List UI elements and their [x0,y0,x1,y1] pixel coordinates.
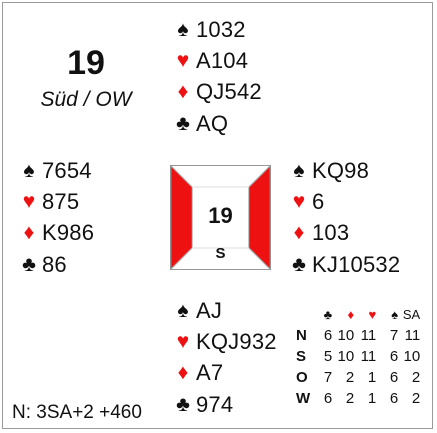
tricks-table: ♣ ♦ ♥ ♠ SA N 6 10 11 7 11 S 5 10 11 6 10… [296,304,420,409]
tricks-row-west: W 6 2 1 6 2 [296,388,420,409]
heart-icon: ♥ [176,49,190,72]
tricks-cell: 6 [389,369,399,386]
tricks-player: S [296,348,307,365]
tricks-row-south: S 5 10 11 6 10 [296,346,420,367]
heart-icon: ♥ [176,330,190,353]
west-clubs: 86 [42,252,67,277]
tricks-cell: 6 [389,348,399,365]
west-spades: 7654 [42,158,92,183]
south-hearts: KQJ932 [196,329,277,354]
spade-icon: ♠ [177,18,189,41]
west-spades-row: ♠ 7654 [16,157,92,185]
east-spades: KQ98 [312,158,370,183]
tricks-player: W [296,390,311,407]
spade-icon: ♠ [177,299,189,322]
tricks-cell: 11 [360,327,377,344]
tricks-player: O [296,369,308,386]
tricks-cell: 7 [323,369,333,386]
tricks-row-north: N 6 10 11 7 11 [296,325,420,346]
east-spades-row: ♠ KQ98 [286,157,369,185]
tricks-cell: 7 [389,327,399,344]
south-diamonds-row: ♦ A7 [170,359,223,387]
tricks-cell: 11 [404,327,421,344]
tricks-cell: 2 [411,390,421,407]
diamond-icon: ♦ [23,221,35,244]
west-hearts: 875 [42,189,80,214]
tricks-cell: 10 [337,327,355,344]
board-number: 19 [67,44,105,82]
vulnerability-compass-icon [170,165,271,270]
north-hearts-row: ♥ A104 [170,47,248,75]
west-clubs-row: ♣ 86 [16,251,67,279]
east-hearts-row: ♥ 6 [286,188,324,216]
south-clubs-row: ♣ 974 [170,391,233,419]
compass-box: 19 S [170,165,271,270]
east-diamonds: 103 [312,220,350,245]
north-spades: 1032 [196,17,246,42]
south-hearts-row: ♥ KQJ932 [170,328,277,356]
north-hearts: A104 [196,48,249,73]
east-clubs-row: ♣ KJ10532 [286,251,400,279]
east-clubs: KJ10532 [312,252,401,277]
tricks-cell: 2 [411,369,421,386]
south-spades-row: ♠ AJ [170,297,222,325]
spade-icon: ♠ [23,159,35,182]
west-diamonds: K986 [42,220,95,245]
east-hearts: 6 [312,189,325,214]
north-diamonds: QJ542 [196,79,262,104]
north-spades-row: ♠ 1032 [170,16,246,44]
club-icon: ♣ [176,393,190,416]
north-clubs: AQ [196,111,229,136]
club-icon: ♣ [22,253,36,276]
tricks-player: N [296,327,307,344]
heart-icon: ♥ [22,190,36,213]
board-frame [2,2,433,429]
board-dealer-vulnerability: Süd / OW [40,88,132,111]
east-diamonds-row: ♦ 103 [286,219,349,247]
tricks-cell: 1 [367,369,377,386]
diamond-icon: ♦ [177,80,189,103]
tricks-row-east: O 7 2 1 6 2 [296,367,420,388]
notrump-header: SA [402,307,421,322]
diamond-icon: ♦ [177,361,189,384]
compass-dealer: S [215,245,226,262]
north-diamonds-row: ♦ QJ542 [170,78,262,106]
tricks-cell: 6 [323,390,333,407]
tricks-cell: 6 [323,327,333,344]
north-clubs-row: ♣ AQ [170,110,228,138]
spade-icon: ♠ [293,159,305,182]
tricks-cell: 2 [345,369,355,386]
south-diamonds: A7 [196,360,224,385]
club-icon: ♣ [323,307,333,322]
tricks-cell: 1 [367,390,377,407]
heart-icon: ♥ [368,307,377,322]
west-diamonds-row: ♦ K986 [16,219,94,247]
club-icon: ♣ [292,253,306,276]
diamond-icon: ♦ [293,221,305,244]
club-icon: ♣ [176,112,190,135]
compass-board-number: 19 [208,203,233,228]
west-hearts-row: ♥ 875 [16,188,79,216]
tricks-header-row: ♣ ♦ ♥ ♠ SA [296,304,421,325]
tricks-cell: 2 [345,390,355,407]
tricks-cell: 5 [323,348,333,365]
heart-icon: ♥ [292,190,306,213]
south-clubs: 974 [196,392,234,417]
contract-result: N: 3SA+2 +460 [12,402,142,423]
diamond-icon: ♦ [347,307,355,322]
tricks-cell: 6 [389,390,399,407]
spade-icon: ♠ [391,307,399,322]
tricks-cell: 10 [403,348,421,365]
south-spades: AJ [196,298,223,323]
tricks-cell: 11 [360,348,377,365]
tricks-cell: 10 [337,348,355,365]
